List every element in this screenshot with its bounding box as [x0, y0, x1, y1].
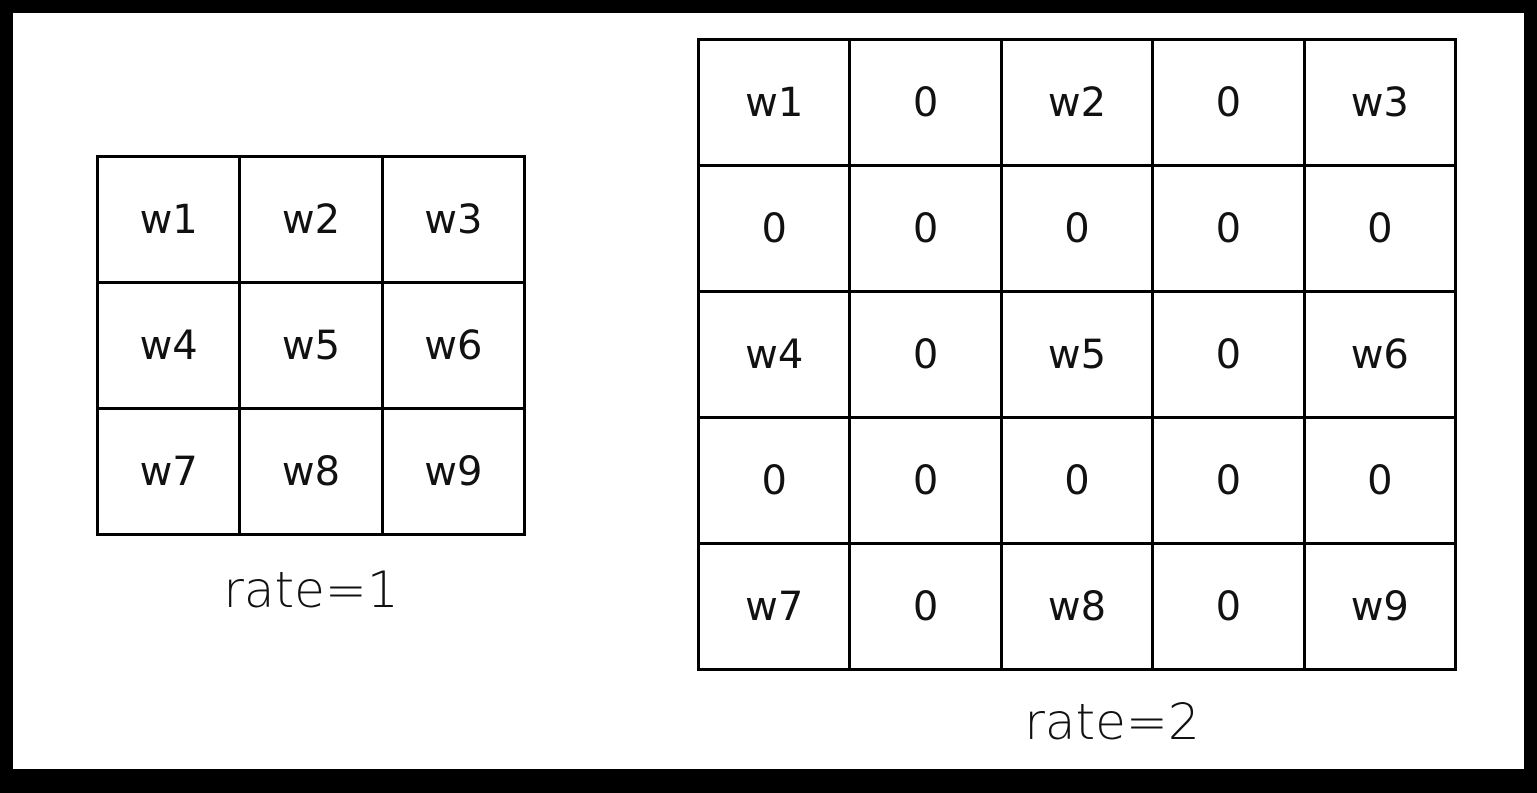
dilated-cell: 0 — [700, 167, 852, 293]
dilated-cell: 0 — [1002, 419, 1155, 545]
dilated-cell: w2 — [1002, 41, 1155, 167]
kernel-cell: w9 — [383, 410, 526, 536]
kernel-cell: w4 — [99, 284, 242, 410]
dilated-cell: 0 — [1154, 41, 1306, 167]
dilated-cell: w3 — [1305, 41, 1457, 167]
kernel-cell: w7 — [99, 410, 242, 536]
dilated-cell: 0 — [851, 167, 1003, 293]
dilated-cell: 0 — [1154, 167, 1306, 293]
dilated-cell: 0 — [1154, 293, 1306, 419]
dilated-cell: 0 — [1305, 419, 1457, 545]
kernel-grid-rate-1: w1 w2 w3 w4 w5 w6 w7 w8 w9 — [96, 155, 526, 536]
dilated-cell: 0 — [851, 293, 1003, 419]
caption-rate-1: rate=1 — [223, 561, 399, 619]
kernel-cell: w8 — [241, 410, 384, 536]
caption-rate-2: rate=2 — [1024, 693, 1200, 751]
dilated-cell: 0 — [851, 41, 1003, 167]
dilated-cell: w4 — [700, 293, 852, 419]
kernel-cell: w2 — [241, 158, 384, 284]
dilated-cell: 0 — [1154, 545, 1306, 671]
diagram-canvas: w1 w2 w3 w4 w5 w6 w7 w8 w9 rate=1 w1 0 w… — [13, 13, 1524, 769]
dilated-cell: 0 — [1305, 167, 1457, 293]
dilated-cell: w9 — [1305, 545, 1457, 671]
dilated-cell: w1 — [700, 41, 852, 167]
dilated-cell: w7 — [700, 545, 852, 671]
dilated-cell: 0 — [700, 419, 852, 545]
dilated-cell: w8 — [1002, 545, 1155, 671]
kernel-grid-rate-2: w1 0 w2 0 w3 0 0 0 0 0 w4 0 w5 0 w6 0 0 … — [697, 38, 1457, 671]
dilated-cell: 0 — [851, 545, 1003, 671]
dilated-cell: 0 — [851, 419, 1003, 545]
dilated-cell: w6 — [1305, 293, 1457, 419]
dilated-cell: w5 — [1002, 293, 1155, 419]
dilated-cell: 0 — [1154, 419, 1306, 545]
kernel-cell: w5 — [241, 284, 384, 410]
kernel-cell: w6 — [383, 284, 526, 410]
kernel-cell: w1 — [99, 158, 242, 284]
dilated-cell: 0 — [1002, 167, 1155, 293]
kernel-cell: w3 — [383, 158, 526, 284]
